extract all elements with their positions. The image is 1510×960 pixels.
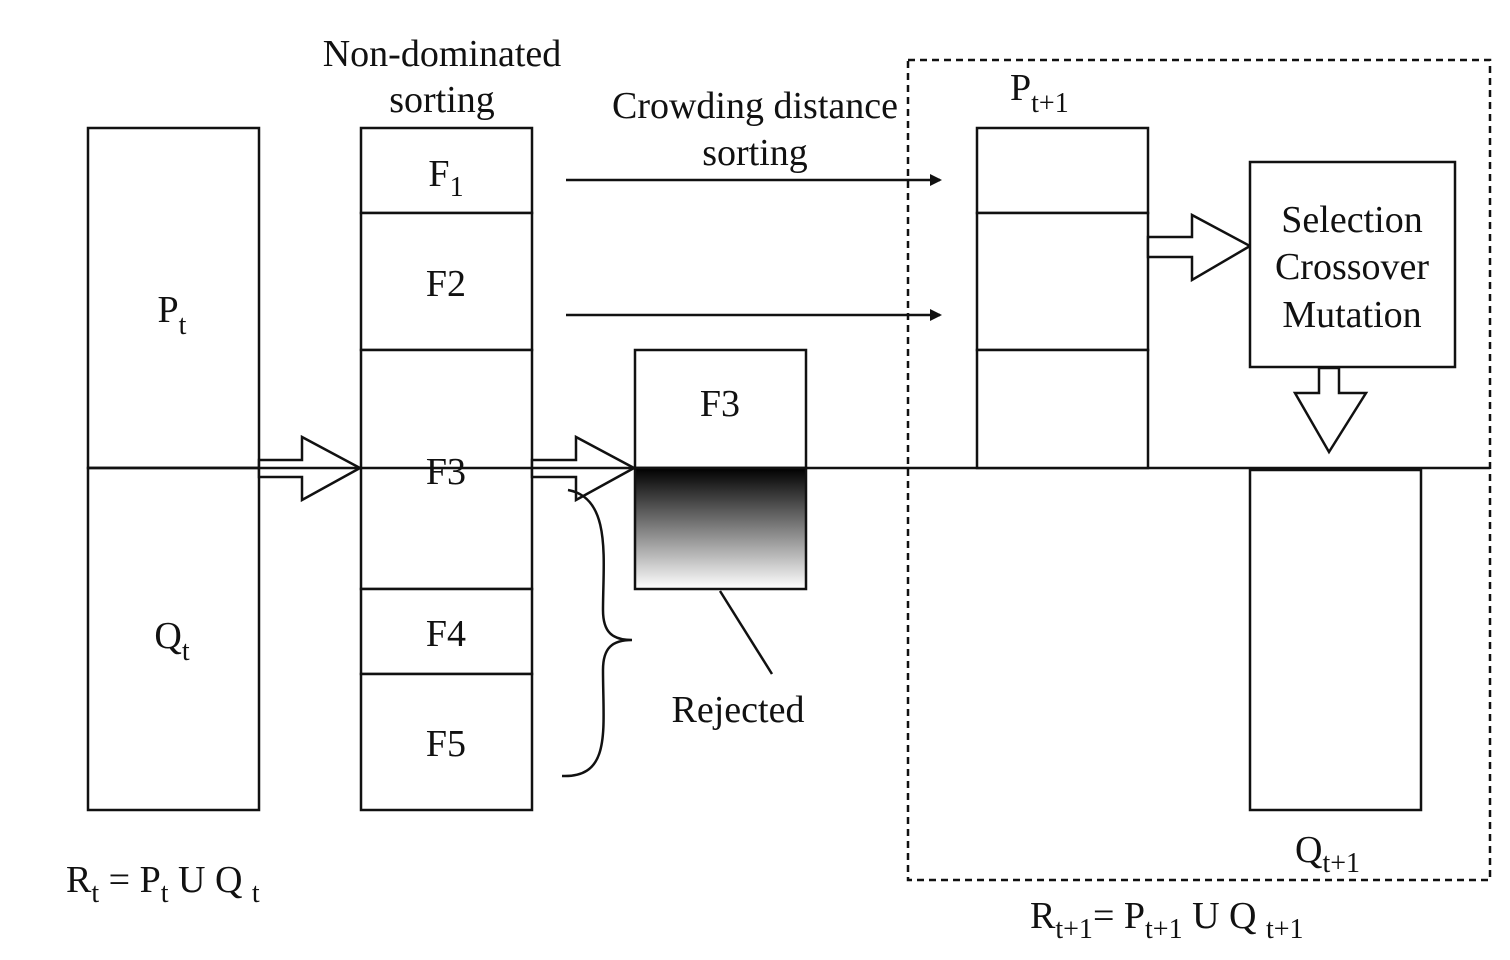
selection-label: Selection [1281,199,1422,241]
pt1-box-2 [975,211,1150,352]
rt-population: Pt Qt [86,126,261,812]
front-f2 [359,211,534,352]
rt1-boundary [906,58,1492,882]
front-f4 [359,587,534,676]
f5-label: F5 [426,723,466,765]
hollow-arrow-icon [1146,212,1253,283]
f3-label: F3 [426,451,466,493]
f3-rejected-box [633,466,808,591]
non-dominated-sorting-label-line2: sorting [389,79,495,121]
qt1-label: Qt+1 [1295,829,1360,879]
pt1-box-1 [975,126,1150,215]
f3-accepted-box [633,348,808,470]
qt-label: Qt [154,615,189,667]
fronts-column: F1 F2 F3 F4 F5 [359,126,534,812]
pt-box [86,126,261,470]
f4-label: F4 [426,613,466,655]
rejected-label: Rejected [672,689,805,731]
front-f3 [359,348,534,591]
front-f1 [359,126,534,215]
hollow-arrow-down-icon [1292,366,1369,455]
rt1-equation: Rt+1= Pt+1 U Q t+1 [1030,895,1304,945]
crowding-distance-label-line2: sorting [702,132,808,174]
crossover-label: Crossover [1275,246,1429,288]
rt-equation: Rt = Pt U Q t [66,859,260,909]
f1-label: F1 [428,153,463,203]
genetic-operators-box [1248,160,1457,369]
non-dominated-sorting-label: Non-dominated [323,33,562,75]
pt1-box-3 [975,348,1150,470]
mutation-label: Mutation [1282,294,1421,336]
f3-split-label: F3 [700,383,740,425]
pt-label: Pt [158,289,187,341]
qt1-box [1248,468,1423,812]
rejected-brace [561,488,633,778]
rejected-pointer [718,590,774,675]
qt-box [86,466,261,812]
front-f5 [359,672,534,812]
f2-label: F2 [426,263,466,305]
pt1-label: Pt+1 [1010,67,1069,119]
crowding-distance-label: Crowding distance [612,85,898,127]
